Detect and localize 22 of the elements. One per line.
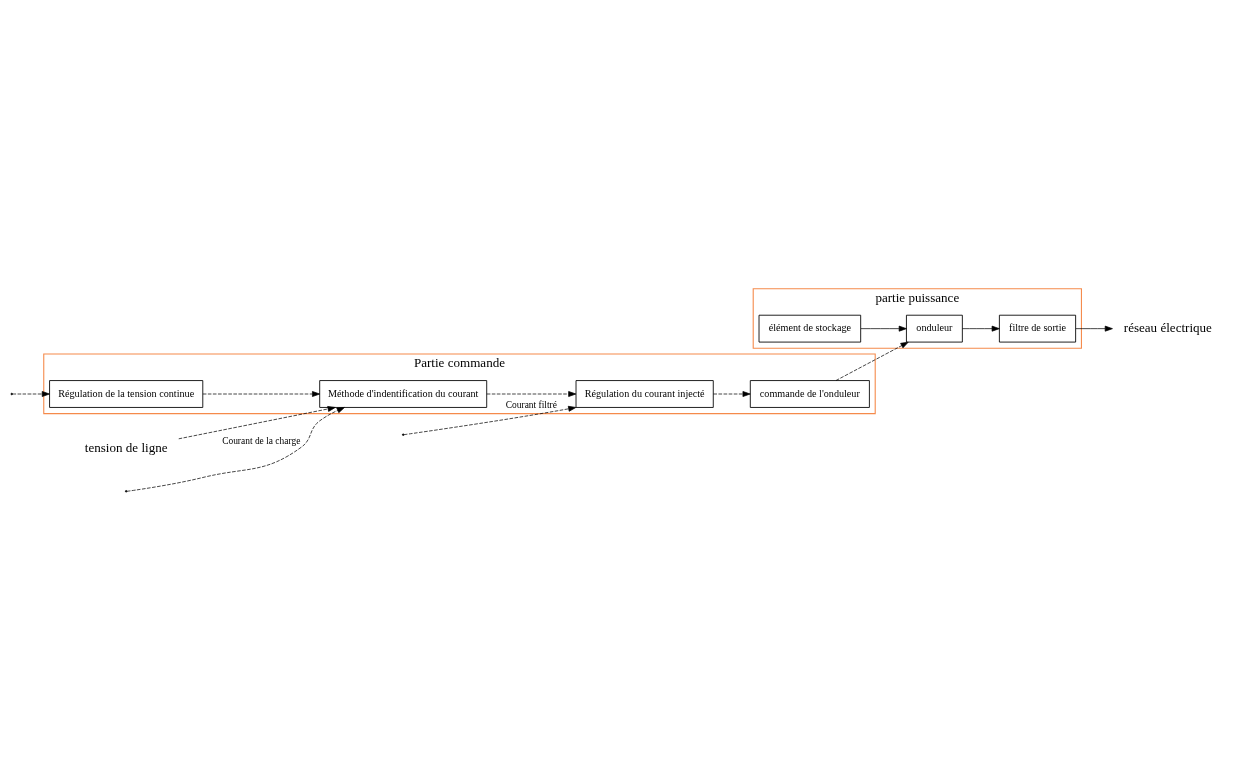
node-text: tension de ligne	[84, 439, 168, 455]
node-box: Méthode d'indentification du courant	[319, 379, 488, 408]
arrow	[126, 405, 345, 492]
node-box: Régulation du courant injecté	[575, 379, 714, 408]
arrow	[835, 341, 909, 381]
arrow	[403, 405, 577, 435]
arrow	[12, 390, 50, 397]
arrow	[178, 405, 336, 439]
arrow	[202, 390, 321, 397]
node-box: filtre de sortie	[998, 314, 1077, 343]
node-box: Régulation de la tension continue	[49, 379, 204, 408]
arrow	[1075, 325, 1113, 332]
node-box: commande de l'onduleur	[749, 379, 870, 408]
arrow	[860, 325, 907, 332]
arrow	[713, 390, 751, 397]
node-text: réseau électrique	[1123, 319, 1212, 335]
arrow	[962, 325, 1000, 332]
arrow	[486, 390, 577, 397]
node-box: élément de stockage	[758, 314, 862, 343]
edge-label: Courant filtré	[505, 399, 557, 410]
node-box: onduleur	[906, 314, 963, 343]
edge-label: Courant de la charge	[222, 435, 301, 446]
